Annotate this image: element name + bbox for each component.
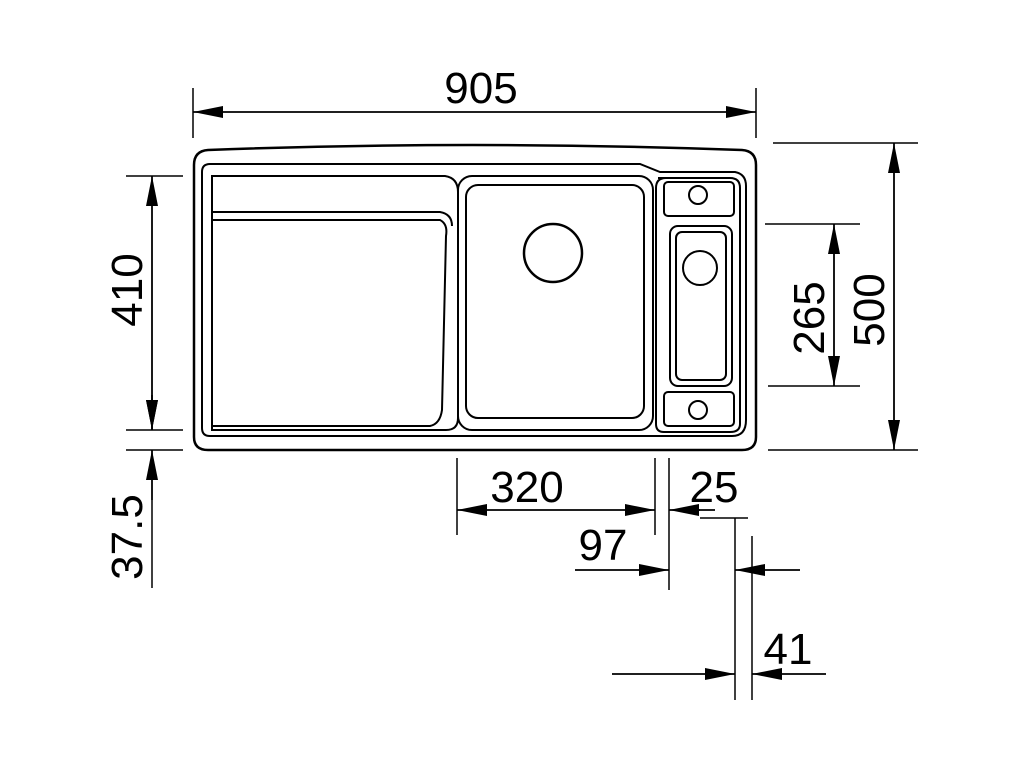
drainer-area [211,175,459,431]
dim-front-offset: 37.5 [103,395,158,588]
dim-label-320: 320 [490,463,563,512]
dim-tap-offset: 25 [668,458,748,590]
tap-hole-icon [688,185,708,205]
dim-overall-depth: 500 [768,142,918,451]
dim-label-500: 500 [845,273,894,346]
dim-label-37-5: 37.5 [103,494,152,580]
overflow-icon [688,400,708,420]
dim-label-41: 41 [764,625,813,674]
dim-label-265: 265 [785,281,834,354]
dim-overall-width: 905 [192,64,757,138]
dim-bowl-width: 320 [456,458,656,535]
dim-label-410: 410 [103,253,152,326]
dim-tap-zone-width: 97 [575,518,800,700]
main-bowl [457,175,654,431]
main-drain-icon [522,222,584,284]
sink-outline [192,143,758,452]
dim-label-97: 97 [579,521,628,570]
dim-drainer-depth: 410 [103,175,183,451]
accessory-bowl [669,225,733,387]
dim-label-25: 25 [690,463,739,512]
accessory-zone [655,177,741,433]
dim-accessory-depth: 265 [765,223,860,387]
accessory-drain-icon [682,250,718,286]
dim-label-905: 905 [444,64,517,113]
dim-tap-spacing: 41 [612,536,826,700]
